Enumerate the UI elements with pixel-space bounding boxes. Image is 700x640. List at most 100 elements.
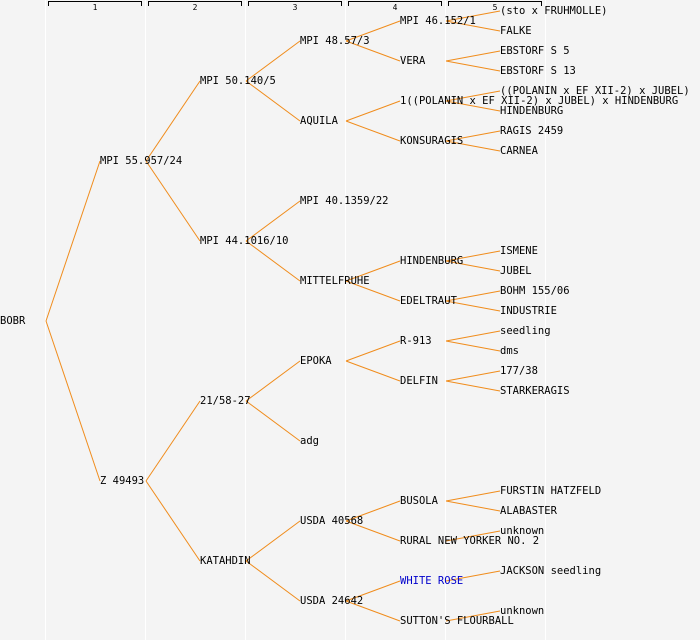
pedigree-node[interactable]: WHITE ROSE — [400, 575, 464, 587]
pedigree-node[interactable]: (sto x FRUHMOLLE) — [500, 5, 608, 17]
pedigree-node[interactable]: CARNEA — [500, 145, 538, 157]
pedigree-node[interactable]: 1((POLANIN x EF XII-2) x JUBEL) x HINDEN… — [400, 95, 679, 107]
pedigree-node[interactable]: KATAHDIN — [200, 555, 251, 567]
generation-header-3: 3 — [248, 1, 342, 12]
generation-header-label: 5 — [492, 3, 498, 12]
pedigree-node[interactable]: HINDENBURG — [400, 255, 464, 267]
generation-header-5: 5 — [448, 1, 542, 12]
pedigree-link — [145, 480, 201, 562]
pedigree-link — [345, 500, 401, 522]
pedigree-node[interactable]: STARKERAGIS — [500, 385, 570, 397]
pedigree-link — [245, 40, 301, 82]
column-divider — [345, 0, 346, 640]
pedigree-node[interactable]: JUBEL — [500, 265, 532, 277]
pedigree-link — [345, 120, 401, 142]
generation-header-2: 2 — [148, 1, 242, 12]
pedigree-link — [445, 500, 501, 512]
pedigree-link — [445, 260, 501, 272]
pedigree-node[interactable]: MITTELFRUHE — [300, 275, 370, 287]
pedigree-link — [445, 570, 501, 582]
pedigree-link — [345, 280, 401, 302]
pedigree-link — [445, 100, 501, 112]
generation-header-label: 4 — [392, 3, 398, 12]
pedigree-link — [445, 530, 501, 542]
pedigree-node[interactable]: RURAL NEW YORKER NO. 2 — [400, 535, 540, 547]
pedigree-node[interactable]: MPI 50.140/5 — [200, 75, 276, 87]
pedigree-node[interactable]: VERA — [400, 55, 426, 67]
generation-header-label: 2 — [192, 3, 198, 12]
pedigree-link — [445, 90, 501, 102]
pedigree-link — [445, 300, 501, 312]
pedigree-node[interactable]: EBSTORF S 13 — [500, 65, 576, 77]
pedigree-node[interactable]: AQUILA — [300, 115, 338, 127]
pedigree-node[interactable]: USDA 24642 — [300, 595, 364, 607]
pedigree-link — [145, 400, 201, 482]
pedigree-link — [445, 490, 501, 502]
pedigree-node[interactable]: EDELTRAUT — [400, 295, 457, 307]
pedigree-link — [245, 360, 301, 402]
pedigree-node[interactable]: USDA 40568 — [300, 515, 364, 527]
root-node[interactable]: BOBR — [0, 315, 26, 327]
pedigree-node[interactable]: EPOKA — [300, 355, 332, 367]
pedigree-link — [245, 520, 301, 562]
pedigree-link — [445, 610, 501, 622]
pedigree-node[interactable]: seedling — [500, 325, 551, 337]
pedigree-node[interactable]: RAGIS 2459 — [500, 125, 564, 137]
pedigree-node[interactable]: DELFIN — [400, 375, 438, 387]
pedigree-node[interactable]: unknown — [500, 605, 545, 617]
pedigree-node[interactable]: BOHM 155/06 — [500, 285, 570, 297]
pedigree-node[interactable]: HINDENBURG — [500, 105, 564, 117]
pedigree-node[interactable]: SUTTON'S FLOURBALL — [400, 615, 514, 627]
pedigree-link — [245, 200, 301, 242]
column-divider — [445, 0, 446, 640]
generation-header-label: 3 — [292, 3, 298, 12]
pedigree-link — [345, 600, 401, 622]
pedigree-link — [445, 290, 501, 302]
pedigree-node[interactable]: JACKSON seedling — [500, 565, 602, 577]
pedigree-link — [345, 360, 401, 382]
pedigree-link — [445, 140, 501, 152]
pedigree-node[interactable]: ((POLANIN x EF XII-2) x JUBEL) — [500, 85, 690, 97]
pedigree-node[interactable]: FURSTIN HATZFELD — [500, 485, 602, 497]
column-divider — [245, 0, 246, 640]
pedigree-node[interactable]: MPI 55.957/24 — [100, 155, 183, 167]
pedigree-node[interactable]: Z 49493 — [100, 475, 145, 487]
pedigree-link — [445, 20, 501, 32]
pedigree-node[interactable]: EBSTORF S 5 — [500, 45, 570, 57]
pedigree-node[interactable]: ALABASTER — [500, 505, 557, 517]
pedigree-link — [245, 560, 301, 602]
pedigree-node[interactable]: adg — [300, 435, 319, 447]
pedigree-link — [445, 370, 501, 382]
pedigree-node[interactable]: 177/38 — [500, 365, 538, 377]
pedigree-link — [145, 80, 201, 162]
pedigree-node[interactable]: R-913 — [400, 335, 432, 347]
pedigree-node[interactable]: INDUSTRIE — [500, 305, 557, 317]
pedigree-node[interactable]: ISMENE — [500, 245, 538, 257]
pedigree-link — [445, 130, 501, 142]
pedigree-node[interactable]: MPI 48.57/3 — [300, 35, 370, 47]
pedigree-node[interactable]: MPI 46.152/1 — [400, 15, 476, 27]
pedigree-node[interactable]: MPI 40.1359/22 — [300, 195, 389, 207]
pedigree-link — [445, 10, 501, 22]
pedigree-link — [345, 40, 401, 62]
pedigree-node[interactable]: unknown — [500, 525, 545, 537]
pedigree-node[interactable]: MPI 44.1016/10 — [200, 235, 289, 247]
pedigree-node[interactable]: dms — [500, 345, 519, 357]
pedigree-link — [445, 380, 501, 392]
pedigree-node[interactable]: KONSURAGIS — [400, 135, 464, 147]
pedigree-link — [245, 80, 301, 122]
column-divider — [545, 0, 546, 640]
pedigree-link — [345, 520, 401, 542]
pedigree-link — [445, 50, 501, 62]
pedigree-link — [445, 330, 501, 342]
pedigree-link — [245, 400, 301, 442]
pedigree-node[interactable]: BUSOLA — [400, 495, 438, 507]
column-divider — [45, 0, 46, 640]
pedigree-node[interactable]: FALKE — [500, 25, 532, 37]
generation-header-label: 1 — [92, 3, 98, 12]
pedigree-link — [345, 100, 401, 122]
pedigree-link — [445, 60, 501, 72]
pedigree-node[interactable]: 21/58-27 — [200, 395, 251, 407]
